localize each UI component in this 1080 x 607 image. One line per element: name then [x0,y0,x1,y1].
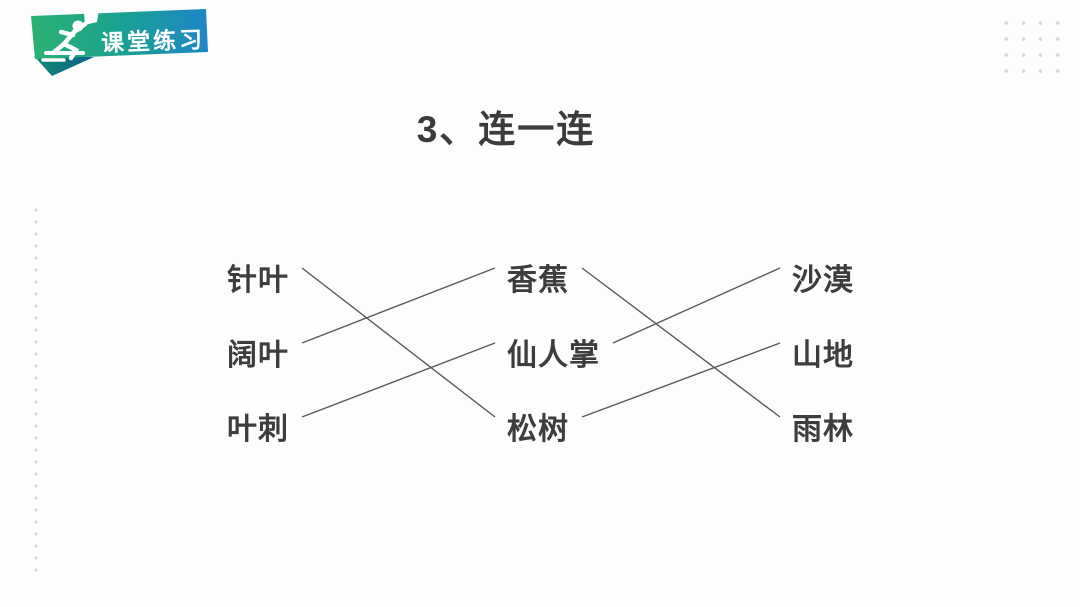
middle-item-2: 松树 [507,413,569,446]
dotted-line-decoration [33,204,39,576]
page-title: 3、连一连 [416,109,596,150]
dot-grid-decoration [996,13,1064,75]
badge-label: 课堂练习 [100,26,206,56]
right-item-0: 沙漠 [792,264,854,297]
runner-icon [41,10,99,62]
classroom-exercise-badge [31,9,208,76]
middle-item-0: 香蕉 [507,264,569,297]
left-item-1: 阔叶 [227,339,289,372]
right-item-1: 山地 [792,339,854,372]
middle-item-1: 仙人掌 [507,339,600,372]
left-item-2: 叶刺 [227,413,289,446]
left-item-0: 针叶 [227,264,289,297]
right-item-2: 雨林 [792,413,854,446]
